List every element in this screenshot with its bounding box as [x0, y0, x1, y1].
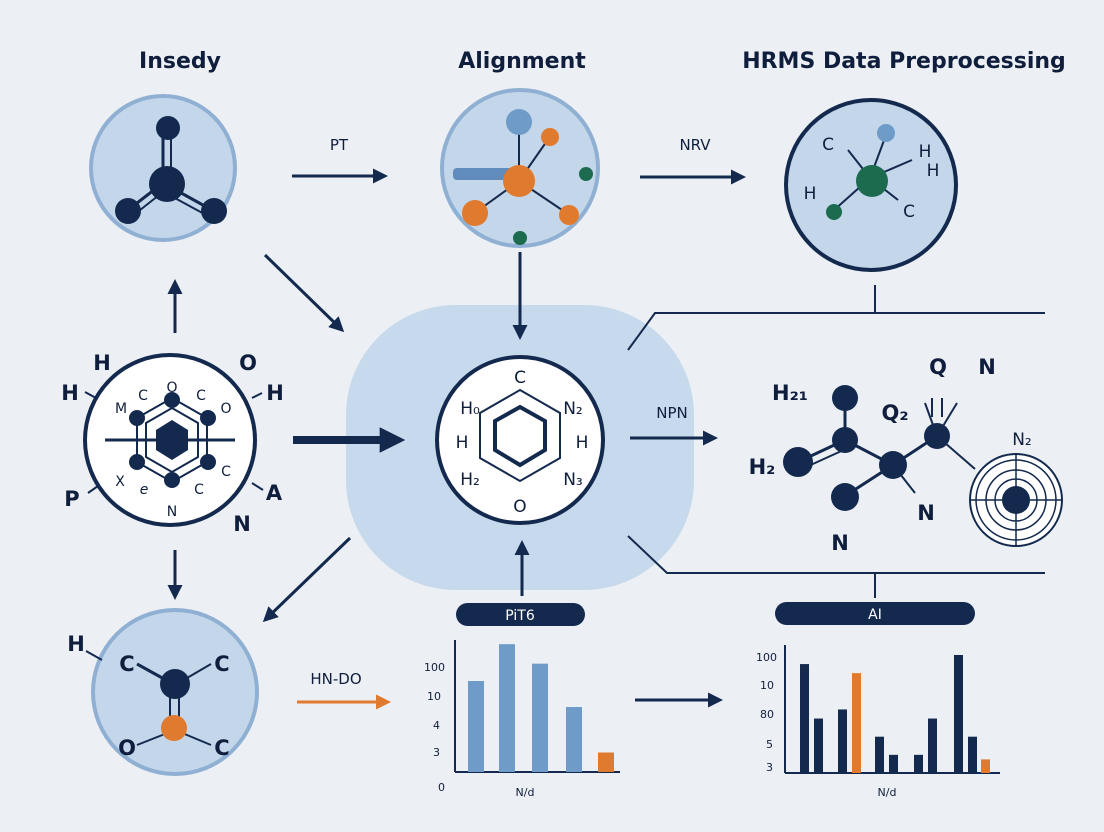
- arrows: PT NRV NPN HN-DO: [167, 136, 746, 710]
- molecule-atom-n2: N₂: [1012, 430, 1032, 450]
- benzene-atom-n2: N₂: [563, 399, 583, 419]
- ring-atom-p: P: [64, 487, 79, 511]
- ring-atom-n: N: [233, 512, 251, 536]
- ring-atom-h-l: H: [61, 381, 79, 405]
- ring-inner-n: N: [167, 504, 177, 520]
- node-benzene: C H₀ N₂ H H H₂ N₃ O: [435, 355, 605, 525]
- chart2-ytick-2: 80: [760, 708, 774, 721]
- pill-right-label: AI: [868, 607, 882, 623]
- bl-atom-c-left: C: [119, 652, 134, 676]
- chart1-bar-3: [566, 707, 582, 772]
- benzene-atom-o: O: [513, 497, 526, 517]
- node-hrms: C H H H C: [784, 98, 958, 272]
- chart1-ytick-4: 0: [438, 781, 445, 794]
- benzene-atom-h2: H₂: [460, 470, 480, 490]
- chart2-xlabel: N/d: [878, 786, 897, 799]
- chart1-bar-2: [532, 663, 548, 772]
- node-insedy: [89, 94, 237, 242]
- pill-left-label: PiT6: [505, 608, 535, 624]
- ring-inner-c2: C: [196, 388, 206, 404]
- ring-atom-a: A: [266, 481, 283, 505]
- molecule-atom-h21: H₂₁: [772, 381, 808, 405]
- ring-inner-c3: C: [194, 482, 204, 498]
- chart2-bar-3-1: [928, 718, 937, 773]
- title-right: HRMS Data Preprocessing: [742, 49, 1066, 74]
- chart2-bar-extra: [981, 759, 990, 773]
- molecule-atom-n-top: N: [978, 355, 996, 379]
- ring-inner-x: X: [115, 474, 125, 490]
- chart2-bar-2-0: [875, 736, 884, 773]
- benzene-atom-h-right: H: [576, 433, 589, 453]
- hrms-atom-h-left: H: [804, 184, 817, 204]
- chart2-ytick-3: 5: [766, 738, 773, 751]
- node-bottom-left: H C C O C: [67, 608, 259, 776]
- bl-atom-o: O: [118, 736, 136, 760]
- chart2-bar-1-1: [852, 673, 861, 773]
- chart2-bar-3-0: [914, 754, 923, 773]
- chart2-bar-4-0: [954, 655, 963, 773]
- node-alignment: [440, 88, 600, 248]
- benzene-atom-c: C: [514, 368, 526, 388]
- ring-inner-o1: O: [166, 380, 177, 396]
- chart1-ytick-2: 4: [433, 719, 440, 732]
- hrms-atom-c-bottom: C: [903, 202, 915, 222]
- chart2-ytick-1: 10: [760, 679, 774, 692]
- node-ring-left: H O H H P A N O C C M O X e C C N: [61, 351, 284, 536]
- ring-inner-e: e: [140, 482, 149, 498]
- chart2-bar-1-0: [838, 709, 847, 773]
- benzene-atom-n3: N₃: [563, 470, 583, 490]
- molecule-atom-n-bottom: N: [831, 531, 849, 555]
- title-center: Alignment: [458, 49, 586, 74]
- benzene-atom-h-left: H: [456, 433, 469, 453]
- bl-atom-h: H: [67, 632, 85, 656]
- ring-inner-c4: C: [221, 464, 231, 480]
- molecule-atom-q: Q: [929, 355, 947, 379]
- chart2-bar-2-1: [889, 754, 898, 773]
- hrms-atom-c-top: C: [822, 135, 834, 155]
- arrow-label-pt: PT: [330, 136, 349, 154]
- bl-atom-c-right: C: [214, 652, 229, 676]
- ring-inner-m: M: [115, 401, 127, 417]
- chart1-xlabel: N/d: [516, 786, 535, 799]
- chart2-ytick-0: 100: [756, 651, 777, 664]
- arrow-insedy-to-center: [263, 253, 345, 333]
- arrow-label-nrv: NRV: [679, 136, 711, 154]
- ring-atom-h-tl: H: [93, 351, 111, 375]
- chart1-bar-4: [598, 752, 614, 772]
- node-molecule-right: H₂₁ Q N Q₂ H₂ N₂ N N: [627, 285, 1063, 598]
- chart2-bar-0-0: [800, 664, 809, 773]
- benzene-atom-h0: H₀: [460, 399, 480, 419]
- pill-right: AI: [775, 602, 975, 625]
- chart1-bar-1: [499, 644, 515, 772]
- bl-atom-c-bottom: C: [214, 736, 229, 760]
- arrow-label-hn-do: HN-DO: [310, 670, 361, 688]
- arrow-center-to-bottom: [262, 536, 352, 623]
- molecule-atom-h2: H₂: [749, 455, 776, 479]
- chart2-bar-0-1: [814, 718, 823, 773]
- hrms-atom-h-top-2: H: [927, 161, 940, 181]
- molecule-atom-n-mid: N: [917, 501, 935, 525]
- chart1-ytick-3: 3: [433, 746, 440, 759]
- ring-atom-h-r: H: [266, 381, 284, 405]
- chart1-bar-0: [468, 681, 484, 772]
- chart-left: 100 10 4 3 0 N/d: [424, 640, 620, 799]
- chart1-ytick-0: 100: [424, 661, 445, 674]
- molecule-atom-q2: Q₂: [881, 401, 908, 425]
- ring-atom-o-tr: O: [239, 351, 257, 375]
- arrow-label-npn: NPN: [656, 404, 688, 422]
- pill-left: PiT6: [456, 603, 585, 626]
- chart2-bar-4-1: [968, 736, 977, 773]
- chart-right: 100 10 80 5 3 N/d: [756, 645, 1000, 799]
- chart1-ytick-1: 10: [427, 690, 441, 703]
- chart2-ytick-4: 3: [766, 761, 773, 774]
- title-left: Insedy: [139, 49, 221, 74]
- ring-inner-o2: O: [220, 401, 231, 417]
- hrms-atom-h-top: H: [919, 142, 932, 162]
- ring-inner-c1: C: [138, 388, 148, 404]
